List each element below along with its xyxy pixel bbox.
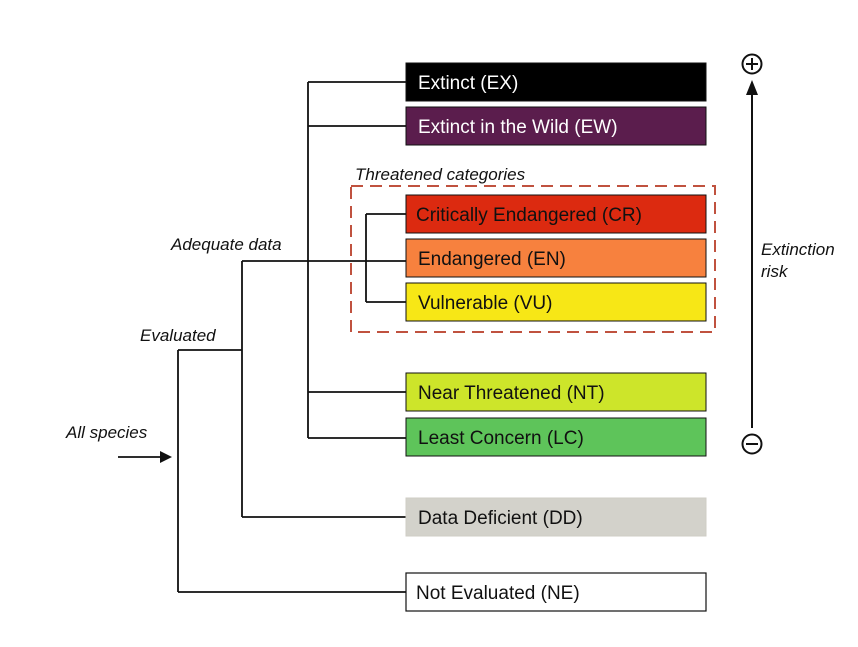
category-label-lc: Least Concern (LC) [418, 428, 584, 449]
category-label-vu: Vulnerable (VU) [418, 293, 552, 314]
category-box-vu [405, 282, 707, 322]
adequate-data-label: Adequate data [170, 235, 282, 254]
category-ew: Extinct in the Wild (EW) [405, 106, 707, 146]
threatened-categories-label: Threatened categories [355, 165, 526, 184]
category-ne: Not Evaluated (NE) [405, 572, 707, 612]
category-label-ne: Not Evaluated (NE) [416, 583, 580, 604]
arrow-up-icon [746, 80, 758, 95]
category-box-ew [405, 106, 707, 146]
all-species-label: All species [65, 423, 148, 442]
minus-circle-icon [741, 433, 763, 455]
category-box-ex [405, 62, 707, 102]
category-box-en [405, 238, 707, 278]
category-cr: Critically Endangered (CR) [405, 194, 707, 234]
extinction-risk-label-line2: risk [761, 262, 789, 281]
category-lc: Least Concern (LC) [405, 417, 707, 457]
category-en: Endangered (EN) [405, 238, 707, 278]
category-box-dd [405, 497, 707, 537]
arrow-head-icon [160, 451, 172, 463]
evaluated-label: Evaluated [140, 326, 216, 345]
category-box-cr [405, 194, 707, 234]
category-nt: Near Threatened (NT) [405, 372, 707, 412]
category-label-en: Endangered (EN) [418, 249, 566, 270]
category-box-ne [405, 572, 707, 612]
category-box-nt [405, 372, 707, 412]
category-vu: Vulnerable (VU) [405, 282, 707, 322]
category-label-nt: Near Threatened (NT) [418, 383, 605, 404]
category-label-ex: Extinct (EX) [418, 73, 518, 94]
tree-connectors [118, 81, 406, 593]
category-box-lc [405, 417, 707, 457]
threatened-dashed-box [350, 185, 716, 333]
extinction-risk-label-line1: Extinction [761, 240, 835, 259]
extinction-risk-axis [741, 53, 763, 455]
category-ex: Extinct (EX) [405, 62, 707, 102]
category-label-dd: Data Deficient (DD) [418, 508, 583, 529]
category-dd: Data Deficient (DD) [405, 497, 707, 537]
category-label-cr: Critically Endangered (CR) [416, 205, 642, 226]
plus-circle-icon [741, 53, 763, 75]
category-label-ew: Extinct in the Wild (EW) [418, 117, 618, 138]
